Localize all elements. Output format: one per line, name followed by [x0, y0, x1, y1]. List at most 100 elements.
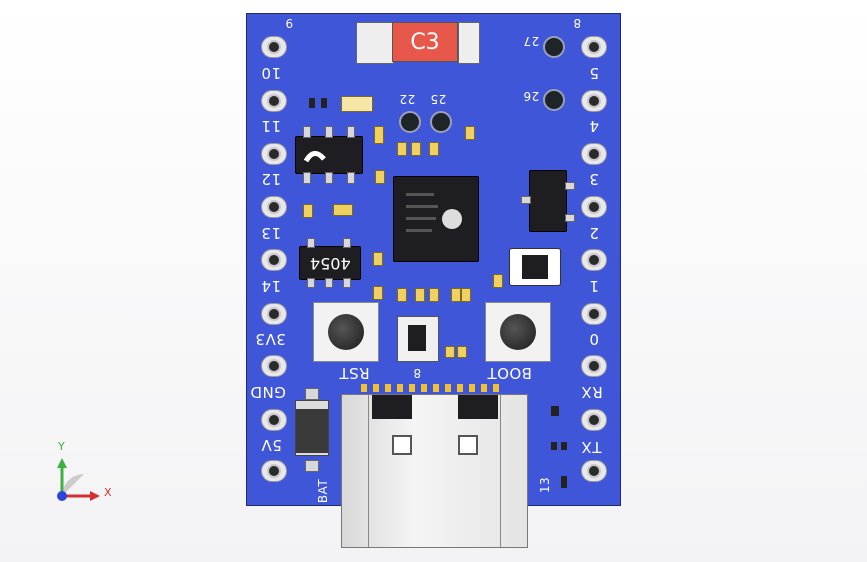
label-left-14: 14 [261, 277, 282, 295]
smd-resistor [373, 286, 383, 300]
hole-26 [543, 89, 565, 111]
smd-crystal [341, 96, 373, 112]
esp32-c3-chip [393, 176, 479, 262]
hole-22 [399, 111, 421, 133]
smd-cap [561, 476, 567, 488]
smd-cap [457, 346, 467, 358]
pad-right-3 [581, 196, 607, 218]
hole-25 [430, 111, 452, 133]
pad-right-4 [581, 143, 607, 165]
axis-x-label: X [104, 486, 112, 499]
pad-right-8 [581, 36, 607, 58]
label-left-13: 13 [261, 224, 282, 242]
chip-4054-label: 4054 [309, 254, 351, 273]
chip-leg [347, 126, 355, 138]
rst-button-cap[interactable] [328, 314, 364, 350]
silk-pad-right [458, 22, 480, 64]
label-left-11: 11 [261, 117, 282, 135]
center-ic [397, 316, 439, 362]
chip-leg [307, 278, 315, 288]
usb-edge-line [500, 395, 501, 547]
usb-clip-left [372, 395, 412, 419]
chip-leg [347, 172, 355, 184]
hole-27 [543, 36, 565, 58]
led-component [509, 248, 561, 286]
usb-pin-row [361, 384, 503, 392]
bat-label: BAT [316, 478, 331, 504]
boot-label: BOOT [487, 364, 532, 382]
smd-resistor [451, 288, 461, 302]
pad-left-5v [261, 460, 287, 482]
silk-pad-left [356, 22, 394, 64]
smd-cap [551, 442, 557, 450]
pad-left-11 [261, 143, 287, 165]
label-hole-25: 25 [430, 92, 447, 106]
pad-left-13 [261, 249, 287, 271]
pad-left-3v3 [261, 355, 287, 377]
smd-resistor [411, 142, 421, 156]
chip-leg [307, 238, 315, 248]
regulator-chip [295, 136, 363, 174]
rst-label: RST [339, 364, 370, 382]
pad-left-12 [261, 196, 287, 218]
boot-button[interactable] [485, 302, 551, 362]
label-left-10: 10 [261, 64, 282, 82]
smd-resistor [373, 252, 383, 266]
boot-button-cap[interactable] [500, 314, 536, 350]
chip-4054: 4054 [299, 246, 361, 280]
espressif-logo-icon [406, 193, 462, 232]
diode-pad [305, 460, 319, 472]
pad-right-1 [581, 303, 607, 325]
pad-right-2 [581, 249, 607, 271]
rst-button[interactable] [313, 302, 379, 362]
axis-triad: Y X [48, 440, 118, 510]
pad-right-rx [581, 409, 607, 431]
smd-resistor [429, 142, 439, 156]
smd-cap [561, 442, 567, 450]
center-ic-body [408, 325, 426, 351]
sot-chip [529, 170, 567, 232]
smd-resistor [303, 204, 313, 218]
chip-logo-icon [303, 151, 326, 163]
chip-leg [303, 126, 311, 138]
smd-resistor [397, 142, 407, 156]
chip-leg [521, 196, 531, 204]
c3-silk-label: C3 [392, 22, 458, 62]
label-right-0: 0 [589, 330, 600, 348]
chip-leg [565, 182, 575, 190]
smd-cap [309, 98, 315, 108]
label-left-3v3: 3V3 [255, 330, 286, 348]
label-right-4: 4 [589, 117, 600, 135]
smd-resistor [397, 288, 407, 302]
chip-leg [565, 214, 575, 222]
pad-left-14 [261, 303, 287, 325]
usb-slot-left [392, 435, 412, 455]
axis-triad-icon [57, 458, 100, 501]
diode-pad [305, 388, 319, 400]
smd-resistor [415, 288, 425, 302]
smd-cap [321, 98, 327, 108]
smd-cap [551, 406, 559, 416]
label-left-12: 12 [261, 170, 282, 188]
chip-leg [303, 172, 311, 184]
chip-leg [325, 278, 333, 288]
smd-cap [445, 346, 455, 358]
label-hole-22: 22 [399, 92, 416, 106]
usb-edge-line [368, 395, 369, 547]
label-left-9: 9 [285, 16, 294, 30]
usb-c-connector [341, 394, 528, 548]
pad-right-5 [581, 90, 607, 112]
label-right-2: 2 [589, 224, 600, 242]
chip-leg [343, 238, 351, 248]
label-13: 13 [538, 476, 553, 494]
chip-leg [343, 278, 351, 288]
smd-resistor [375, 170, 385, 184]
smd-diode [333, 204, 353, 216]
battery-diode [295, 400, 329, 456]
led-lens [522, 255, 548, 279]
smd-resistor [429, 288, 439, 302]
chip-leg [325, 172, 333, 184]
usb-slot-right [458, 435, 478, 455]
label-right-1: 1 [589, 277, 600, 295]
label-right-tx: TX [581, 438, 602, 456]
